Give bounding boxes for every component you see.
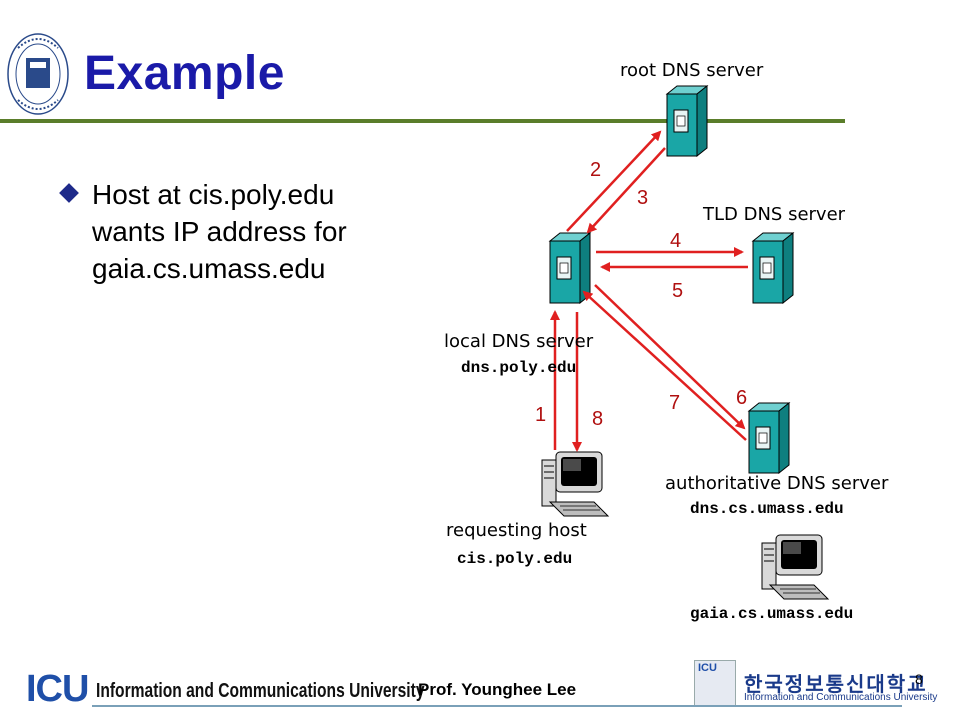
step-number: 7 bbox=[669, 392, 681, 414]
page-number: 8 bbox=[915, 671, 923, 687]
title-divider bbox=[0, 119, 845, 123]
arrow-step-2 bbox=[566, 130, 662, 232]
target-host-computer-icon bbox=[761, 534, 829, 600]
footer-professor-name: Prof. Younghee Lee bbox=[418, 680, 577, 699]
requesting-host-computer-icon bbox=[541, 451, 609, 517]
step-number: 5 bbox=[672, 280, 684, 302]
korean-logo-mark: ICU bbox=[698, 662, 717, 674]
tld-dns-server-icon bbox=[752, 232, 794, 304]
requesting-host-address: cis.poly.edu bbox=[457, 550, 573, 568]
root-dns-server-label: root DNS server bbox=[620, 60, 764, 81]
step-number: 6 bbox=[736, 387, 748, 409]
root-dns-server-icon bbox=[666, 85, 708, 157]
arrow-step-7 bbox=[582, 290, 747, 441]
target-host-address: gaia.cs.umass.edu bbox=[690, 605, 854, 623]
local-dns-server-host: dns.poly.edu bbox=[461, 359, 577, 377]
bullet-text: Host at cis.poly.edu wants IP address fo… bbox=[92, 179, 347, 284]
step-number: 2 bbox=[590, 159, 602, 181]
local-dns-server-label: local DNS server bbox=[444, 331, 594, 352]
authoritative-dns-server-icon bbox=[748, 402, 790, 474]
university-seal-logo bbox=[7, 33, 69, 115]
footer-divider bbox=[92, 705, 902, 707]
requesting-host-label: requesting host bbox=[446, 520, 587, 541]
step-number: 3 bbox=[637, 187, 649, 209]
icu-logo-mark: ICU bbox=[26, 668, 89, 710]
tld-dns-server-label: TLD DNS server bbox=[703, 204, 846, 225]
footer-korean-subtitle: Information and Communications Universit… bbox=[744, 692, 938, 703]
footer-korean-name: 한국정보통신대학교 bbox=[744, 672, 928, 696]
arrow-step-6 bbox=[594, 284, 746, 430]
footer-university-name: Information and Communications Universit… bbox=[96, 680, 425, 702]
step-number: 8 bbox=[592, 408, 604, 430]
step-number: 1 bbox=[535, 404, 547, 426]
korean-university-logo bbox=[694, 660, 736, 706]
step-number: 4 bbox=[670, 230, 682, 252]
authoritative-dns-server-host: dns.cs.umass.edu bbox=[690, 500, 844, 518]
slide-title: Example bbox=[84, 47, 285, 100]
arrow-step-3 bbox=[586, 147, 666, 234]
authoritative-dns-server-label: authoritative DNS server bbox=[665, 473, 889, 494]
